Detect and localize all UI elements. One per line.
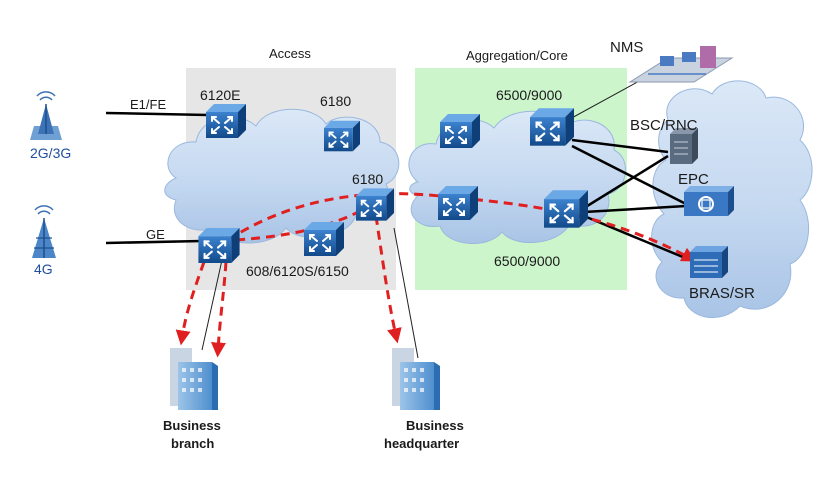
link-agg-top-epc (571, 144, 687, 206)
router-6180-top (324, 120, 360, 152)
link-agg-bottom-epc (583, 204, 687, 214)
label-608: 608/6120S/6150 (246, 263, 349, 279)
link-agg-bottom-bsc (583, 154, 669, 210)
label-nms: NMS (610, 39, 643, 56)
label-e1fe: E1/FE (130, 97, 166, 112)
link-e1fe (105, 111, 209, 117)
link-agg-bottom-bras (583, 214, 691, 262)
label-6120e: 6120E (200, 87, 240, 103)
router-agg-left-bottom (438, 186, 478, 220)
router-608 (304, 222, 344, 256)
label-2g3g: 2G/3G (30, 145, 71, 161)
link-ge (105, 239, 203, 245)
tower-4g-icon (32, 205, 56, 258)
tower-2g3g-icon (30, 91, 62, 140)
label-branch-line1: Business (163, 418, 221, 433)
router-agg-top (530, 108, 574, 146)
hq-building-icon (392, 348, 440, 410)
label-bras-sr: BRAS/SR (689, 285, 755, 302)
bras-sr-icon (690, 246, 728, 278)
links (105, 111, 691, 262)
router-agg-left-top (440, 114, 480, 148)
flow-branch-a (175, 261, 206, 346)
flow-hq (374, 215, 402, 344)
label-4g: 4G (34, 261, 53, 277)
router-6120e (206, 104, 246, 138)
label-branch-line2: branch (171, 436, 214, 451)
branch-building-icon (170, 348, 218, 410)
label-6180-mid: 6180 (352, 171, 383, 187)
flow-branch-b (210, 261, 228, 358)
router-agg-bottom (544, 190, 588, 228)
aggregation-zone-label: Aggregation/Core (466, 48, 568, 63)
nms-icon (628, 46, 734, 83)
link-agg-top-bsc (571, 138, 669, 154)
label-hq-line1: Business (406, 418, 464, 433)
bsc-rnc-server-icon (670, 128, 698, 164)
label-agg-bottom: 6500/9000 (494, 253, 560, 269)
label-6180-top: 6180 (320, 93, 351, 109)
label-agg-top: 6500/9000 (496, 87, 562, 103)
label-epc: EPC (678, 171, 709, 188)
epc-icon (684, 186, 734, 216)
label-bsc-rnc: BSC/RNC (630, 117, 698, 134)
access-zone-label: Access (269, 46, 311, 61)
router-6180-mid (356, 188, 394, 221)
link-hq (393, 227, 419, 359)
router-access-left (198, 228, 240, 263)
label-ge: GE (146, 227, 165, 242)
label-hq-line2: headquarter (384, 436, 459, 451)
flow-main (227, 192, 697, 262)
link-branch (201, 259, 223, 351)
